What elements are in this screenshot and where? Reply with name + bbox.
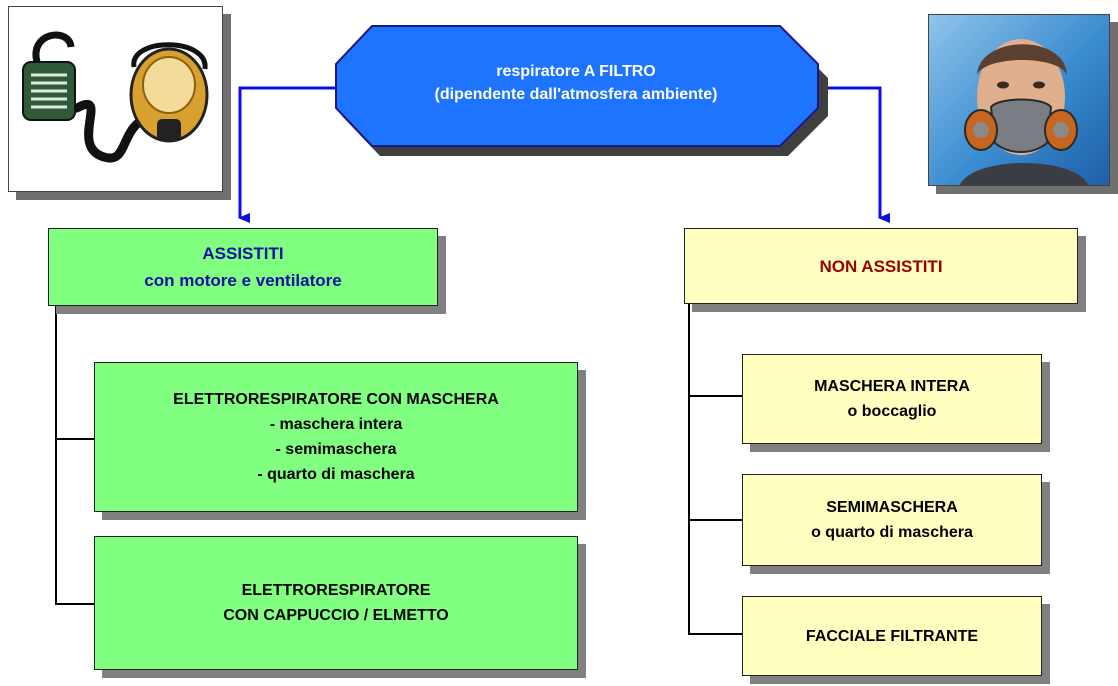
arrow-to-non-assisted	[818, 86, 890, 223]
assisted-tree-branch-1	[55, 438, 95, 440]
assisted-tree-trunk	[55, 305, 57, 604]
assisted-title: ASSISTITI	[202, 244, 284, 263]
electro-hood-line-1: ELETTRORESPIRATORE	[241, 582, 431, 599]
half-mask-line-1: SEMIMASCHERA	[826, 499, 958, 516]
non-assisted-tree-branch-2	[688, 519, 743, 521]
assisted-category-box: ASSISTITI con motore e ventilatore	[48, 228, 438, 306]
electro-respirator-hood-box: ELETTRORESPIRATORE CON CAPPUCCIO / ELMET…	[94, 536, 578, 670]
non-assisted-tree-trunk	[688, 303, 690, 635]
non-assisted-category-box: NON ASSISTITI	[684, 228, 1078, 304]
non-assisted-title: NON ASSISTITI	[819, 256, 943, 276]
respirator-filter-node: respiratore A FILTRO (dipendente dall'at…	[334, 24, 830, 156]
non-assisted-tree-branch-1	[688, 395, 743, 397]
half-mask-box: SEMIMASCHERA o quarto di maschera	[742, 474, 1042, 566]
electro-respirator-mask-box: ELETTRORESPIRATORE CON MASCHERA - masche…	[94, 362, 578, 512]
full-mask-box: MASCHERA INTERA o boccaglio	[742, 354, 1042, 444]
electro-hood-line-2: CON CAPPUCCIO / ELMETTO	[223, 607, 449, 624]
electro-mask-line-3: - semimaschera	[275, 441, 397, 458]
filtering-facepiece-box: FACCIALE FILTRANTE	[742, 596, 1042, 676]
electro-mask-line-1: ELETTRORESPIRATORE CON MASCHERA	[173, 391, 499, 408]
full-mask-line-2: o boccaglio	[847, 403, 937, 420]
electro-mask-line-4: - quarto di maschera	[257, 466, 415, 483]
half-mask-line-2: o quarto di maschera	[811, 524, 973, 541]
top-node-line2: (dipendente dall'atmosfera ambiente)	[434, 86, 718, 103]
half-mask-wearer-photo	[928, 14, 1110, 186]
powered-respirator-photo	[8, 6, 223, 192]
filtering-facepiece-line-1: FACCIALE FILTRANTE	[805, 627, 979, 645]
assisted-subtitle: con motore e ventilatore	[144, 271, 342, 290]
electro-mask-line-2: - maschera intera	[269, 416, 403, 433]
assisted-tree-branch-2	[55, 603, 95, 605]
octagon-shape	[335, 25, 828, 156]
non-assisted-tree-branch-3	[688, 633, 743, 635]
full-mask-line-1: MASCHERA INTERA	[814, 378, 970, 395]
top-node-line1: respiratore A FILTRO	[496, 63, 656, 80]
arrow-to-assisted	[238, 86, 335, 223]
